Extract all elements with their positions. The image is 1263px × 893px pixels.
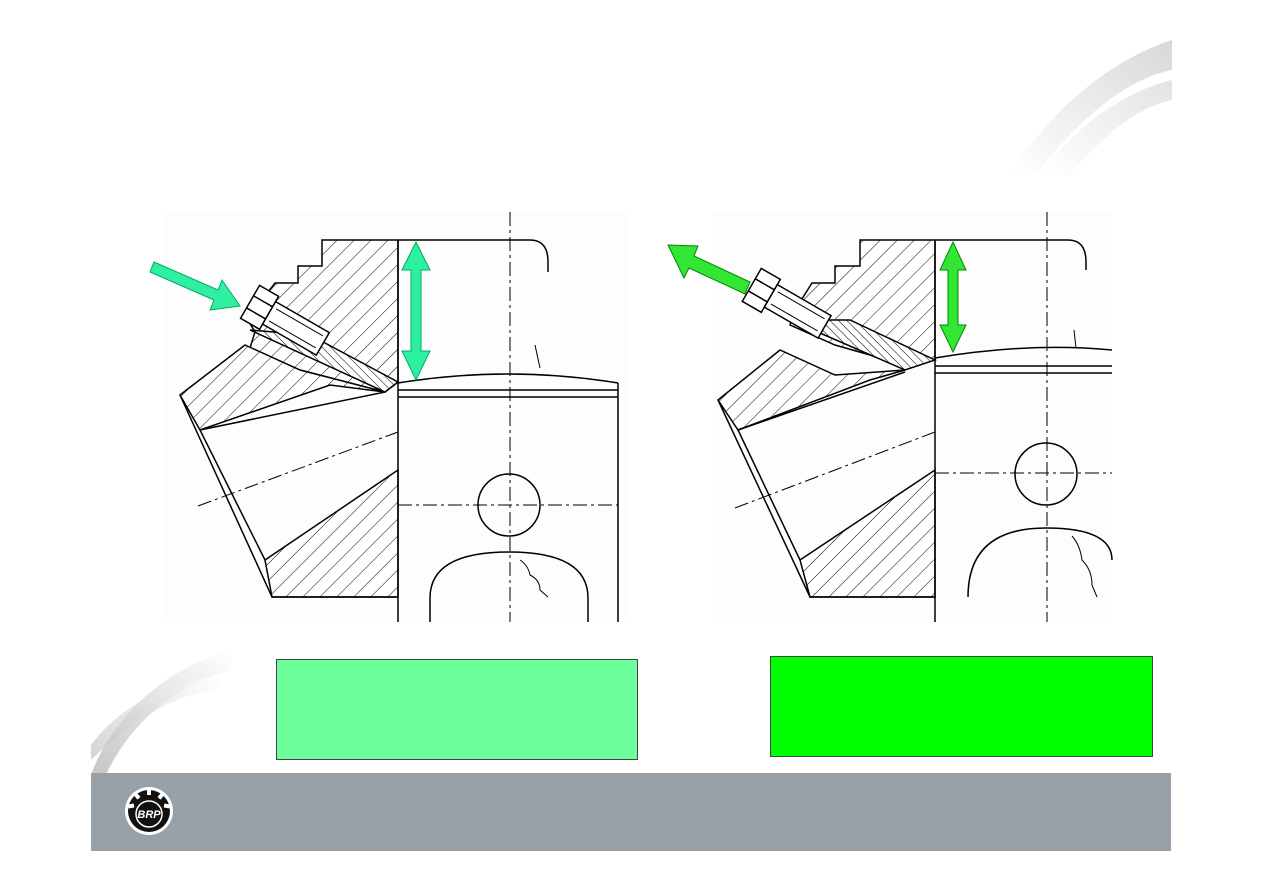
screw-out-arrow-icon (667, 244, 751, 295)
left-section-drawing (165, 212, 627, 622)
clearance-double-arrow-icon-right (939, 240, 967, 354)
decorative-swoosh-bottom-left (91, 650, 231, 775)
brp-logo-text: BRP (137, 809, 161, 821)
clearance-double-arrow-icon-left (401, 240, 431, 382)
bolt-right (741, 267, 833, 340)
decorative-swoosh-top-right (1010, 40, 1172, 175)
brp-logo-icon: BRP (125, 787, 173, 835)
note-box-right (770, 656, 1153, 757)
right-section-drawing (712, 212, 1113, 622)
bolt-left (239, 284, 331, 357)
footer-bar (91, 773, 1171, 851)
screw-in-arrow-icon (149, 261, 241, 311)
note-box-left (276, 659, 638, 760)
